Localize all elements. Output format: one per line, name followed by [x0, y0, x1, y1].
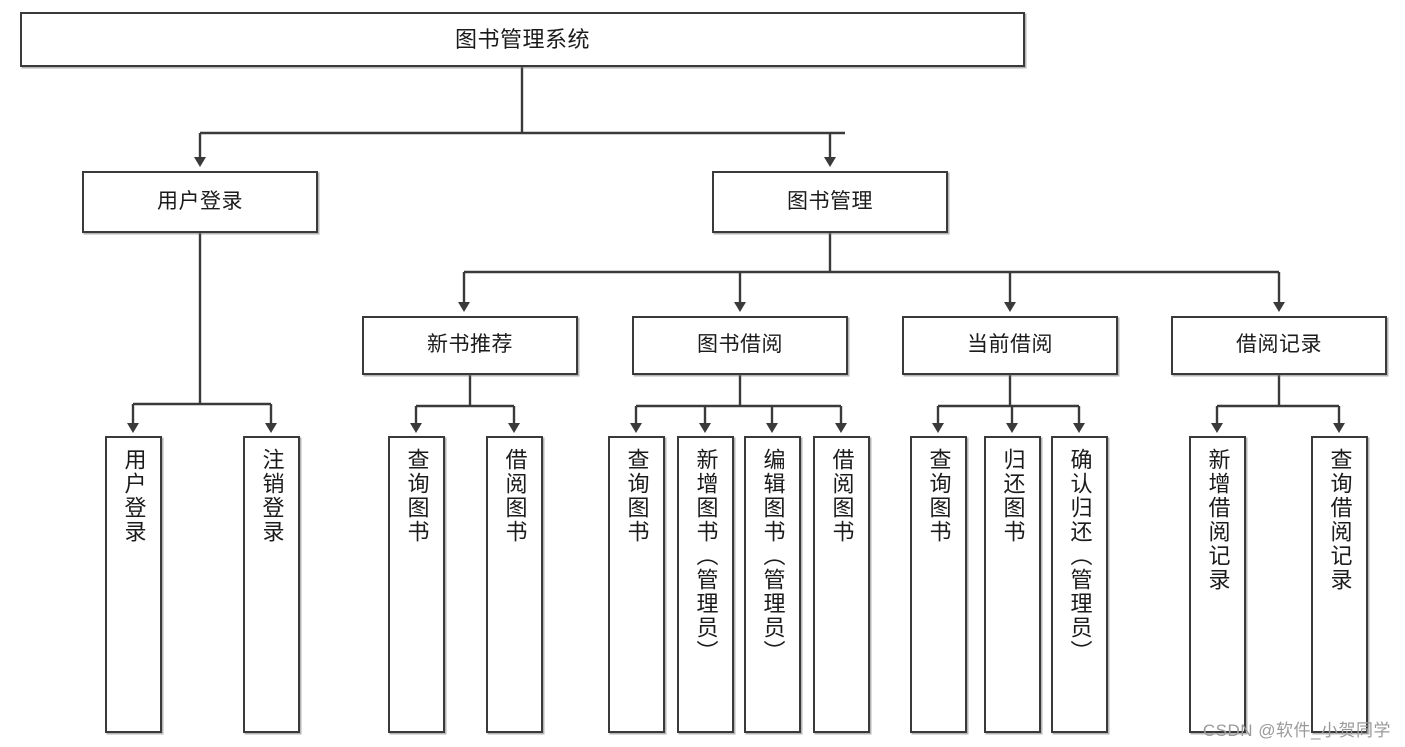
- node-user-login-label: 用户登录: [157, 189, 243, 213]
- node-leaf-confirm-return[interactable]: 确认归还（管理员）: [1051, 436, 1108, 733]
- node-leaf-borrow-book-2[interactable]: 借阅图书: [813, 436, 870, 733]
- node-leaf-query-record[interactable]: 查询借阅记录: [1311, 436, 1368, 733]
- node-leaf-edit-book[interactable]: 编辑图书（管理员）: [744, 436, 801, 733]
- node-root-label: 图书管理系统: [454, 26, 590, 52]
- node-leaf-user-login[interactable]: 用户登录: [105, 436, 162, 733]
- node-leaf-query-book-2-label: 查询图书: [624, 448, 650, 544]
- node-leaf-query-book-3-label: 查询图书: [926, 448, 952, 544]
- node-book-manage-label: 图书管理: [787, 189, 873, 213]
- node-leaf-query-book-3[interactable]: 查询图书: [910, 436, 967, 733]
- node-new-book-rec[interactable]: 新书推荐: [362, 316, 578, 375]
- node-leaf-borrow-book-1[interactable]: 借阅图书: [486, 436, 543, 733]
- node-leaf-add-book-label: 新增图书（管理员）: [693, 448, 719, 664]
- node-leaf-add-book[interactable]: 新增图书（管理员）: [677, 436, 734, 733]
- node-leaf-query-book-1[interactable]: 查询图书: [388, 436, 445, 733]
- node-leaf-return-book[interactable]: 归还图书: [984, 436, 1041, 733]
- node-leaf-add-record[interactable]: 新增借阅记录: [1189, 436, 1246, 733]
- node-current-borrow[interactable]: 当前借阅: [902, 316, 1118, 375]
- node-leaf-add-record-label: 新增借阅记录: [1205, 448, 1231, 592]
- node-book-borrow[interactable]: 图书借阅: [632, 316, 848, 375]
- node-leaf-logout[interactable]: 注销登录: [243, 436, 300, 733]
- node-book-borrow-label: 图书借阅: [697, 333, 783, 357]
- node-leaf-borrow-book-1-label: 借阅图书: [502, 448, 528, 544]
- node-borrow-record[interactable]: 借阅记录: [1171, 316, 1387, 375]
- node-current-borrow-label: 当前借阅: [967, 333, 1053, 357]
- node-leaf-return-book-label: 归还图书: [1000, 448, 1026, 544]
- node-user-login[interactable]: 用户登录: [82, 171, 318, 233]
- node-borrow-record-label: 借阅记录: [1236, 333, 1322, 357]
- node-book-manage[interactable]: 图书管理: [712, 171, 948, 233]
- node-root[interactable]: 图书管理系统: [20, 12, 1025, 67]
- node-leaf-confirm-return-label: 确认归还（管理员）: [1067, 448, 1093, 664]
- node-leaf-edit-book-label: 编辑图书（管理员）: [760, 448, 786, 664]
- csdn-watermark: CSDN @软件_小贺同学: [1202, 721, 1391, 740]
- node-leaf-user-login-label: 用户登录: [121, 448, 147, 544]
- node-leaf-borrow-book-2-label: 借阅图书: [829, 448, 855, 544]
- node-leaf-query-book-2[interactable]: 查询图书: [608, 436, 665, 733]
- node-new-book-rec-label: 新书推荐: [427, 333, 513, 357]
- node-leaf-query-record-label: 查询借阅记录: [1327, 448, 1353, 592]
- node-leaf-query-book-1-label: 查询图书: [404, 448, 430, 544]
- node-leaf-logout-label: 注销登录: [259, 448, 285, 544]
